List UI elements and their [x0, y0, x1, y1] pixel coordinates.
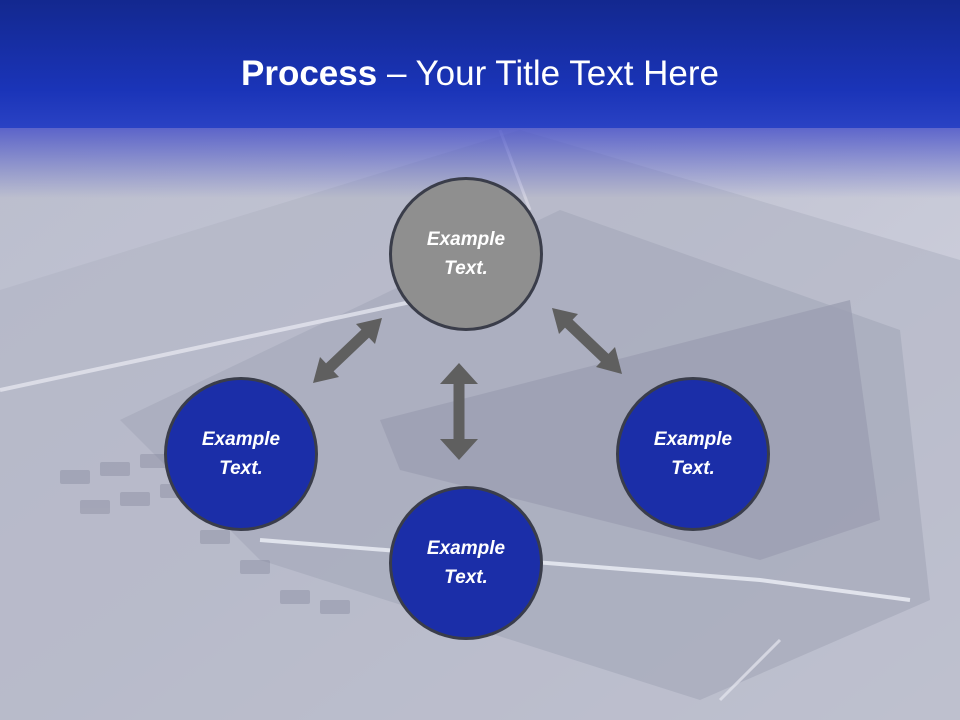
node-label: Example Text.: [426, 538, 506, 588]
process-node-top: Example Text.: [389, 177, 543, 331]
slide-title-strong: Process: [241, 54, 378, 93]
slide-title-rest: – Your Title Text Here: [377, 54, 719, 93]
double-arrow-left: [313, 318, 382, 383]
double-arrow-right: [552, 308, 622, 374]
node-label: Example Text.: [653, 429, 733, 479]
node-label: Example Text.: [426, 229, 506, 279]
process-node-right: Example Text.: [616, 377, 770, 531]
process-node-bottom: Example Text.: [389, 486, 543, 640]
process-node-left: Example Text.: [164, 377, 318, 531]
slide-title: Process – Your Title Text Here: [0, 52, 960, 96]
double-arrow-vertical: [440, 363, 478, 460]
node-label: Example Text.: [201, 429, 281, 479]
title-banner: [0, 0, 960, 128]
